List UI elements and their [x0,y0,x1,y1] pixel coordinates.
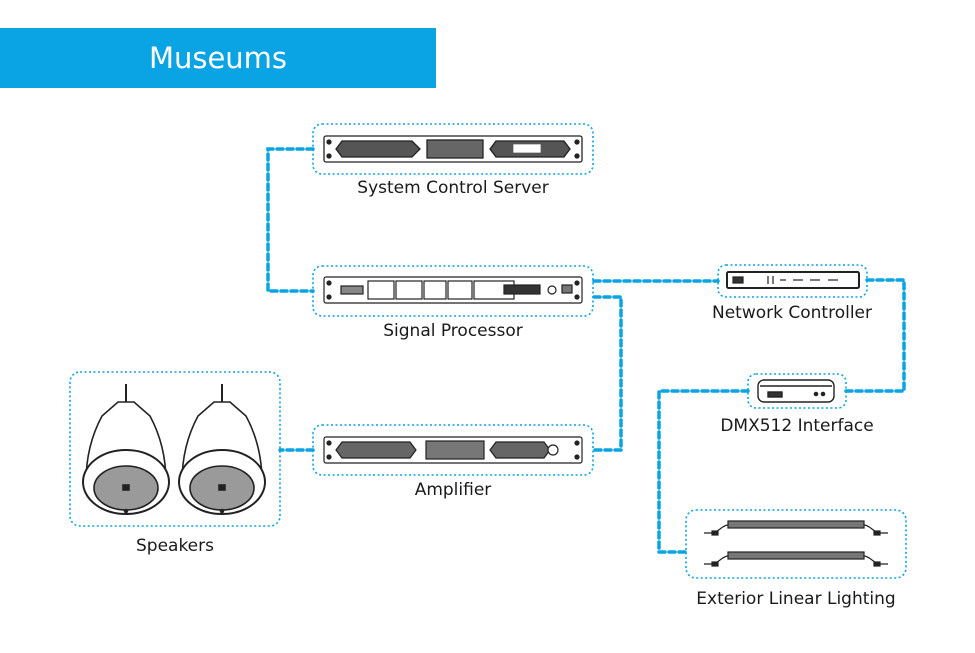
processor-frame [312,265,594,317]
connector-dmx-lighting [657,389,750,554]
title-banner: Museums [0,28,436,88]
amplifier-frame [312,424,594,476]
page-title: Museums [148,41,288,75]
connector-processor-amplifier [592,295,623,452]
amplifier-label: Amplifier [414,480,492,500]
speakers-label: Speakers [135,536,214,556]
connector-server-processor [266,147,315,293]
node-frames [69,123,907,579]
speakers-frame [69,371,281,527]
lighting-frame [685,509,907,579]
dmx-label: DMX512 Interface [720,416,874,436]
speakers-device-icon [82,384,266,515]
amplifier-device-icon [323,436,583,464]
dmx-frame [747,373,847,409]
processor-device-icon [323,276,583,304]
processor-label: Signal Processor [383,321,523,341]
server-frame [312,123,594,175]
speaker-left-icon [82,384,170,515]
speaker-right-icon [178,384,266,515]
lighting-label: Exterior Linear Lighting [696,589,896,609]
connectors [266,147,906,554]
server-label: System Control Server [357,178,549,198]
lighting-device-icon [704,520,888,567]
network-controller-label: Network Controller [711,303,872,323]
connector-network-dmx [844,278,906,393]
network-controller-frame [717,264,868,298]
light-bar-top-icon [704,520,888,536]
server-device-icon [323,135,583,163]
light-bar-bottom-icon [704,551,888,567]
network-controller-device-icon [726,271,860,289]
dmx-device-icon [757,379,835,403]
